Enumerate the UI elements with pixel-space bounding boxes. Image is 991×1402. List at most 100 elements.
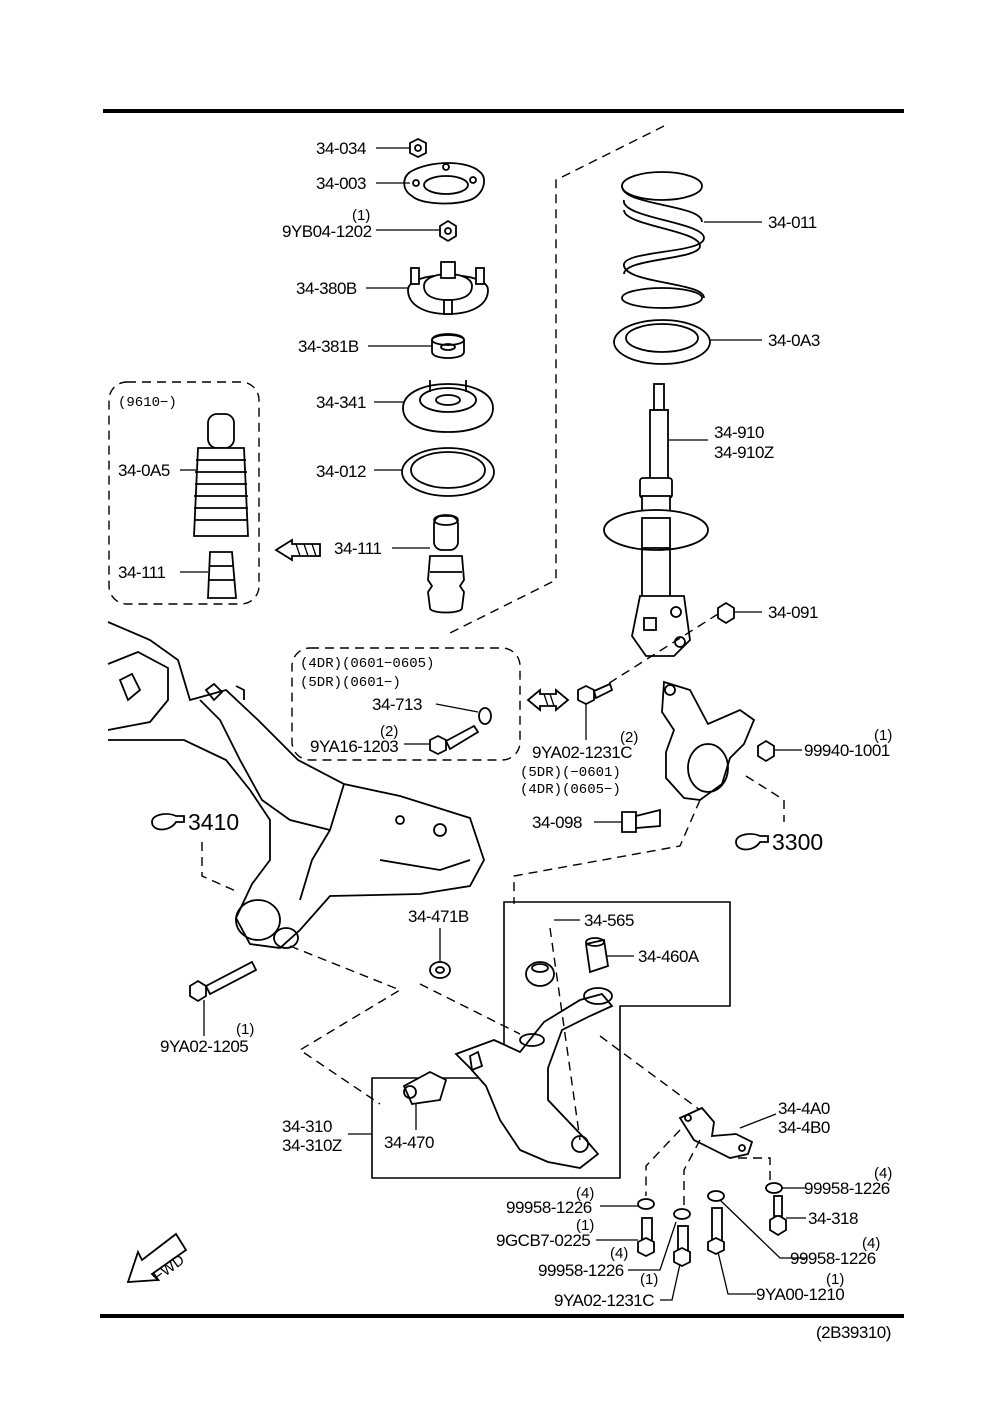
- bolt-9ya00-1210[interactable]: [707, 1207, 725, 1256]
- label-34-310z: 34-310Z: [282, 1136, 342, 1155]
- nut-34-034[interactable]: [409, 137, 427, 159]
- guide-knuckle-arm: [513, 799, 701, 904]
- inset-mid-line2: (5DR)(0601−): [300, 675, 401, 691]
- label-9ya02-1231c-lower: 9YA02-1231C: [554, 1291, 654, 1310]
- label-34-470: 34-470: [384, 1133, 434, 1152]
- label-9ya02-1205: 9YA02-1205: [160, 1037, 248, 1056]
- bolt-34-098[interactable]: [621, 808, 661, 833]
- lower-arm-box: [371, 901, 731, 1179]
- bolt-9gcb7-0225[interactable]: [637, 1217, 655, 1258]
- label-34-011: 34-011: [768, 213, 817, 232]
- label-34-034: 34-034: [316, 139, 366, 158]
- nut-99940-1001[interactable]: [757, 739, 775, 763]
- arrow-left-hatched: [274, 538, 321, 562]
- inset-box-4dr: [291, 647, 521, 761]
- label-9ya16-1203: 9YA16-1203: [310, 737, 398, 756]
- washer-34-471b[interactable]: [429, 961, 451, 979]
- washer-99958-left2[interactable]: [673, 1208, 691, 1220]
- bushing-34-470[interactable]: [402, 1070, 448, 1105]
- pointer-hand-icon: [151, 813, 185, 831]
- mount-34-380b[interactable]: [407, 261, 489, 315]
- label-9yb04-1202: 9YB04-1202: [282, 222, 372, 241]
- note-right-line2: (4DR)(0605−): [520, 782, 621, 798]
- guide-471b: [419, 983, 521, 1035]
- bushing-34-565[interactable]: [525, 961, 555, 987]
- label-99958-left2: 99958-1226: [538, 1261, 624, 1280]
- fwd-arrow: FWD: [126, 1232, 188, 1285]
- label-3300: 3300: [772, 829, 823, 855]
- washer-99958-center[interactable]: [707, 1190, 725, 1202]
- label-34-4b0: 34-4B0: [778, 1118, 830, 1137]
- washer-99958-right[interactable]: [765, 1182, 783, 1194]
- label-99958-right2-qty: (4): [862, 1235, 880, 1252]
- strut-34-910[interactable]: [603, 383, 709, 657]
- label-34-910z: 34-910Z: [714, 443, 774, 462]
- label-99940-1001: 99940-1001: [804, 741, 890, 760]
- boot-34-0a5[interactable]: [193, 413, 249, 537]
- bolt-9ya02-1231c-lower[interactable]: [673, 1225, 691, 1268]
- bump-stop-34-111-alt[interactable]: [207, 551, 237, 599]
- label-34-713: 34-713: [372, 695, 422, 714]
- label-9ya00-1210: 9YA00-1210: [756, 1285, 844, 1304]
- lower-arm-34-310[interactable]: [454, 987, 614, 1169]
- nut-9yb04-1202[interactable]: [439, 219, 457, 243]
- label-3410: 3410: [188, 809, 239, 835]
- label-9gcb7-0225: 9GCB7-0225: [496, 1231, 590, 1250]
- label-99940-qty: (1): [874, 727, 892, 744]
- nut-34-091[interactable]: [717, 601, 735, 625]
- diagram-id: (2B39310): [816, 1323, 891, 1342]
- label-99958-left2-qty: (4): [610, 1245, 628, 1262]
- bolt-9ya16-1203[interactable]: [429, 724, 480, 756]
- guide-knuckle-3300: [745, 775, 785, 822]
- label-34-460a: 34-460A: [638, 947, 700, 966]
- crossmember-3410[interactable]: [107, 621, 485, 949]
- pointer-hand-icon: [735, 833, 769, 851]
- guide-3410: [201, 842, 239, 893]
- label-9ya02-1205-qty: (1): [236, 1021, 254, 1038]
- label-99958-right: 99958-1226: [804, 1179, 890, 1198]
- plate-34-003[interactable]: [403, 162, 485, 205]
- label-99958-right2: 99958-1226: [790, 1249, 876, 1268]
- guide-top-right: [447, 125, 665, 635]
- label-34-0a5: 34-0A5: [118, 461, 170, 480]
- bump-stop-34-111[interactable]: [427, 514, 465, 614]
- label-34-012: 34-012: [316, 462, 366, 481]
- label-34-111-inset: 34-111: [118, 563, 165, 582]
- bolt-9ya02-1205[interactable]: [189, 960, 258, 1003]
- guide-crossmember-bushing: [289, 945, 402, 1105]
- inset-mid-line1: (4DR)(0601−0605): [300, 656, 434, 672]
- note-right-line1: (5DR)(−0601): [520, 765, 621, 781]
- seat-34-341[interactable]: [402, 380, 494, 433]
- guide-lower-arm-knuckle: [549, 927, 581, 1141]
- guide-strut-bolt: [591, 613, 719, 695]
- guide-bracket-left: [645, 1129, 681, 1196]
- label-34-381b: 34-381B: [298, 337, 359, 356]
- guide-bracket-right: [738, 1157, 771, 1180]
- inset-left-code: (9610−): [118, 395, 177, 411]
- label-34-310: 34-310: [282, 1117, 332, 1136]
- label-34-380b: 34-380B: [296, 279, 357, 298]
- washer-34-713[interactable]: [478, 707, 492, 725]
- label-34-091: 34-091: [768, 603, 818, 622]
- label-9ya02c-qty: (2): [620, 729, 638, 746]
- label-9ya00-qty: (1): [826, 1271, 844, 1288]
- bushing-34-460a[interactable]: [584, 937, 610, 974]
- bolt-9ya02-1231c[interactable]: [577, 682, 614, 706]
- bracket-34-4a0[interactable]: [678, 1106, 754, 1159]
- bolt-34-318[interactable]: [769, 1195, 787, 1237]
- label-9gcb7-qty: (1): [576, 1217, 594, 1234]
- coil-spring-34-011[interactable]: [621, 171, 705, 309]
- washer-99958-left[interactable]: [637, 1198, 655, 1210]
- label-99958-right-qty: (4): [874, 1165, 892, 1182]
- label-34-341: 34-341: [316, 393, 366, 412]
- label-34-318: 34-318: [808, 1209, 858, 1228]
- bushing-34-381b[interactable]: [431, 333, 465, 359]
- label-34-565: 34-565: [584, 911, 634, 930]
- label-34-111-main: 34-111: [334, 539, 381, 558]
- insulator-34-012[interactable]: [401, 447, 495, 497]
- label-34-4a0: 34-4A0: [778, 1099, 830, 1118]
- knuckle-3300[interactable]: [661, 680, 756, 801]
- label-9ya16-qty: (2): [380, 723, 398, 740]
- spring-seat-34-0a3[interactable]: [613, 319, 711, 365]
